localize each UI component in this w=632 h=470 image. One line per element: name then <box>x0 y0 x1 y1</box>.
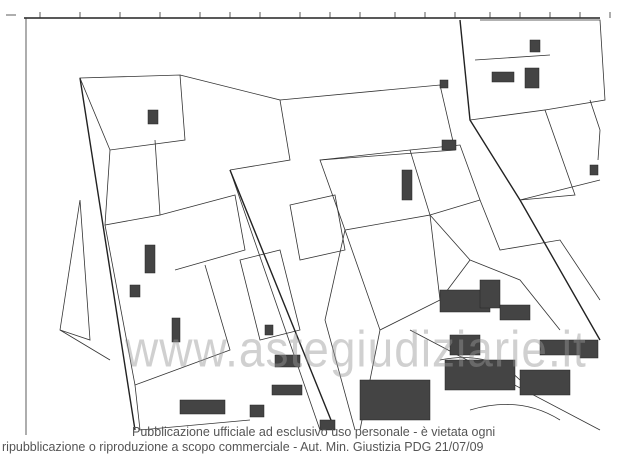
watermark: www.astegiudiziarie.it <box>125 320 587 378</box>
notice-line-1: Pubblicazione ufficiale ad esclusivo uso… <box>132 425 496 439</box>
notice-line-2: ripubblicazione o riproduzione a scopo c… <box>2 440 484 454</box>
buildings <box>129 39 599 431</box>
parcel-lines <box>59 19 606 431</box>
publication-notice: Pubblicazione ufficiale ad esclusivo uso… <box>0 425 632 455</box>
header-ticks <box>39 12 611 18</box>
